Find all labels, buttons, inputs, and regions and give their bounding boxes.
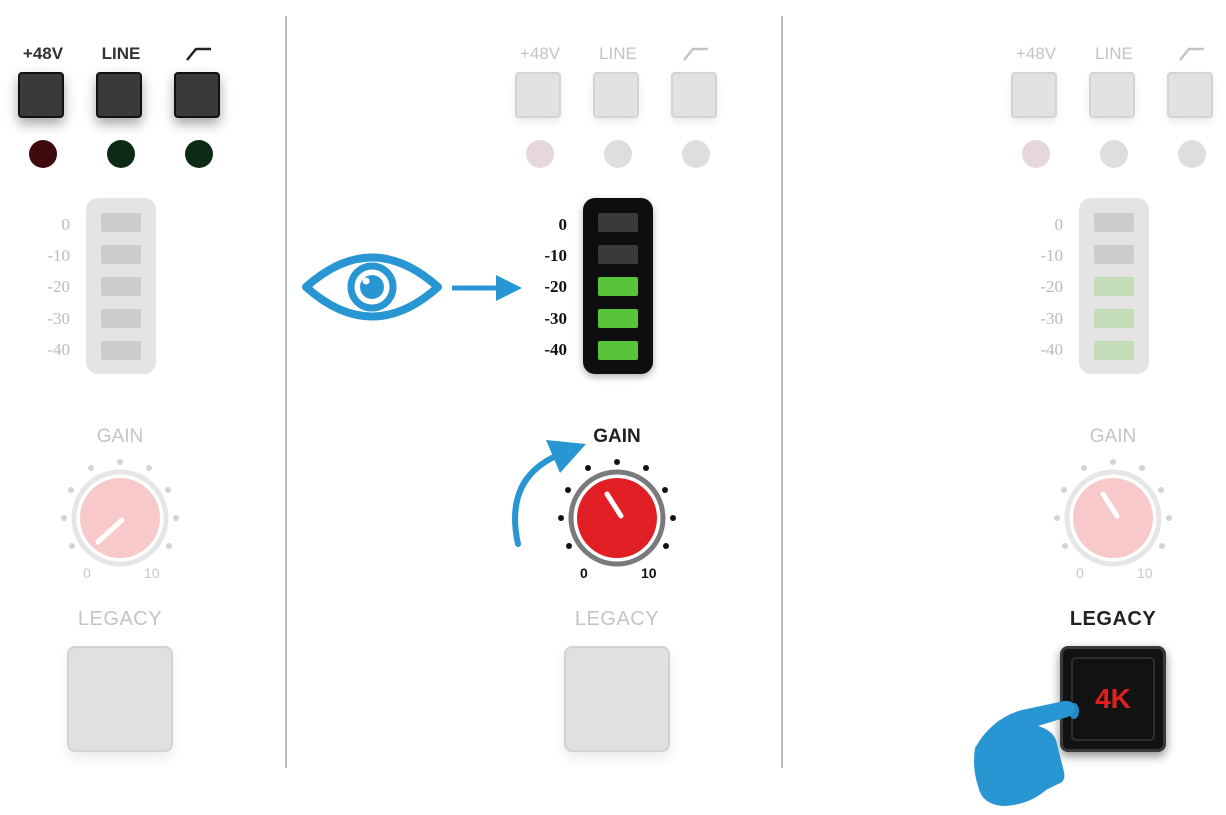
level-meter: [583, 198, 653, 374]
phantom-power-label: +48V: [1015, 44, 1057, 63]
phantom-power-led: [29, 140, 57, 168]
meter-label-minus-10: -10: [47, 246, 70, 265]
meter-label-minus-30: -30: [1040, 309, 1063, 328]
meter-label-minus-40: -40: [47, 340, 70, 359]
high-pass-filter-icon: [1167, 44, 1217, 62]
panel-divider: [285, 16, 287, 768]
gain-max-label: 10: [144, 565, 160, 581]
gain-title: GAIN: [1089, 426, 1137, 447]
legacy-title: LEGACY: [1069, 608, 1157, 630]
meter-segment-lit: [1094, 309, 1134, 328]
panel-3: +48V LINE 0 -10 -20 -30 -40 GAIN 0 10 LE…: [993, 0, 1226, 815]
level-meter: [1079, 198, 1149, 374]
gain-max-label: 10: [641, 565, 657, 581]
line-label: LINE: [599, 44, 637, 63]
gain-title: GAIN: [593, 426, 641, 447]
line-button[interactable]: [593, 72, 639, 118]
phantom-power-led: [526, 140, 554, 168]
phantom-power-label: +48V: [519, 44, 561, 63]
high-pass-filter-led: [1178, 140, 1206, 168]
meter-segment-lit: [598, 341, 638, 360]
meter-label-minus-10: -10: [1040, 246, 1063, 265]
meter-segment: [1094, 213, 1134, 232]
gain-knob[interactable]: [50, 450, 190, 590]
legacy-title: LEGACY: [77, 608, 163, 630]
meter-segment-lit: [1094, 277, 1134, 296]
line-label: LINE: [1095, 44, 1133, 63]
line-button[interactable]: [96, 72, 142, 118]
phantom-power-button[interactable]: [18, 72, 64, 118]
gain-min-label: 0: [83, 565, 91, 581]
meter-segment: [598, 245, 638, 264]
meter-label-minus-20: -20: [1040, 277, 1063, 296]
meter-segment: [101, 245, 141, 264]
gain-knob[interactable]: [547, 450, 687, 590]
high-pass-filter-led: [185, 140, 213, 168]
gain-title: GAIN: [96, 426, 144, 447]
legacy-button[interactable]: [564, 646, 670, 752]
line-button[interactable]: [1089, 72, 1135, 118]
high-pass-filter-button[interactable]: [174, 72, 220, 118]
legacy-title: LEGACY: [574, 608, 660, 630]
phantom-power-led: [1022, 140, 1050, 168]
line-label: LINE: [101, 44, 141, 63]
meter-segment: [101, 309, 141, 328]
line-led: [1100, 140, 1128, 168]
high-pass-filter-led: [682, 140, 710, 168]
panel-2: +48V LINE 0 -10 -20 -30 -40 GAIN 0 10 LE…: [497, 0, 897, 815]
high-pass-filter-button[interactable]: [1167, 72, 1213, 118]
line-led: [604, 140, 632, 168]
high-pass-filter-icon: [671, 44, 721, 62]
gain-knob[interactable]: [1043, 450, 1183, 590]
meter-segment-lit: [1094, 341, 1134, 360]
meter-label-minus-40: -40: [544, 340, 567, 359]
meter-label-minus-20: -20: [47, 277, 70, 296]
high-pass-filter-icon: [174, 44, 224, 62]
panel-1: +48V LINE 0 -10 -20 -30 -40 GAIN 0 10 LE…: [0, 0, 400, 815]
phantom-power-button[interactable]: [1011, 72, 1057, 118]
meter-label-minus-40: -40: [1040, 340, 1063, 359]
meter-segment: [598, 213, 638, 232]
meter-segment: [1094, 245, 1134, 264]
phantom-power-button[interactable]: [515, 72, 561, 118]
meter-segment: [101, 277, 141, 296]
legacy-button[interactable]: [67, 646, 173, 752]
meter-segment: [101, 341, 141, 360]
meter-label-minus-20: -20: [544, 277, 567, 296]
meter-label-minus-30: -30: [47, 309, 70, 328]
meter-label-0: 0: [558, 215, 568, 234]
meter-segment: [101, 213, 141, 232]
meter-segment-lit: [598, 277, 638, 296]
panel-divider: [781, 16, 783, 768]
level-meter: [86, 198, 156, 374]
high-pass-filter-button[interactable]: [671, 72, 717, 118]
meter-label-0: 0: [1054, 215, 1064, 234]
gain-min-label: 0: [580, 565, 588, 581]
meter-label-minus-30: -30: [544, 309, 567, 328]
meter-label-minus-10: -10: [544, 246, 567, 265]
legacy-button[interactable]: 4K: [1060, 646, 1166, 752]
meter-label-0: 0: [61, 215, 71, 234]
line-led: [107, 140, 135, 168]
phantom-power-label: +48V: [22, 44, 64, 63]
gain-min-label: 0: [1076, 565, 1084, 581]
meter-segment-lit: [598, 309, 638, 328]
gain-max-label: 10: [1137, 565, 1153, 581]
legacy-button-label: 4K: [1095, 683, 1131, 714]
